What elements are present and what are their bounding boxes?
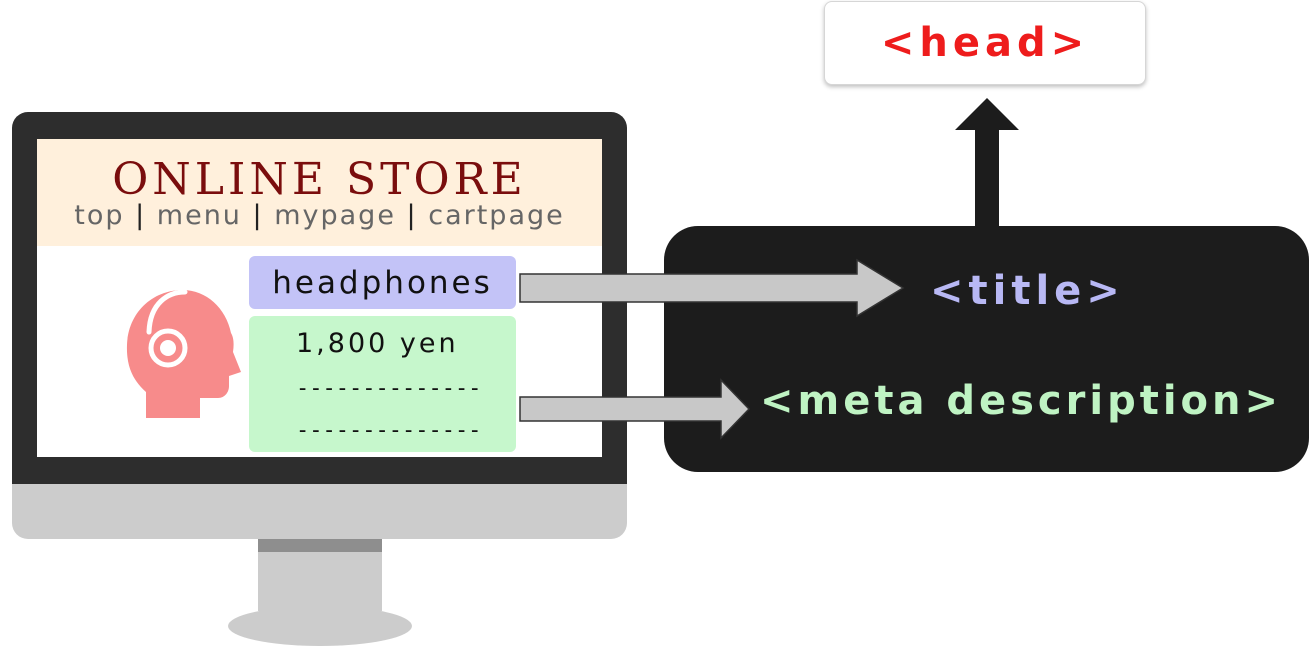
arrow-to-title <box>519 258 905 318</box>
monitor-chin <box>12 484 627 539</box>
description-placeholder-line: -------------- <box>296 376 482 401</box>
arrow-to-meta <box>519 378 751 440</box>
nav-link-mypage[interactable]: mypage <box>274 200 396 231</box>
head-elements-panel <box>664 226 1309 472</box>
head-tag-label: <head> <box>880 20 1090 66</box>
nav-link-menu[interactable]: menu <box>156 200 242 231</box>
nav-separator: | <box>135 200 147 231</box>
store-name: ONLINE STORE <box>112 154 527 205</box>
nav-separator: | <box>406 200 418 231</box>
nav-separator: | <box>252 200 264 231</box>
meta-description-tag-label: <meta description> <box>760 378 1283 424</box>
monitor-stand-shadow <box>258 539 382 552</box>
nav-link-cartpage[interactable]: cartpage <box>428 200 565 231</box>
nav-link-top[interactable]: top <box>74 200 125 231</box>
arrow-to-head <box>955 98 1019 227</box>
headset-user-icon <box>126 289 241 418</box>
store-nav: top | menu | mypage | cartpage <box>37 200 602 231</box>
product-price: 1,800 yen <box>296 328 459 359</box>
title-tag-label: <title> <box>930 268 1125 314</box>
store-header-band <box>37 139 602 246</box>
description-placeholder-line: -------------- <box>296 418 482 443</box>
product-name: headphones <box>272 264 493 301</box>
product-description-box <box>249 316 516 452</box>
head-tag-box: <head> <box>824 1 1146 85</box>
product-name-box: headphones <box>249 256 516 309</box>
